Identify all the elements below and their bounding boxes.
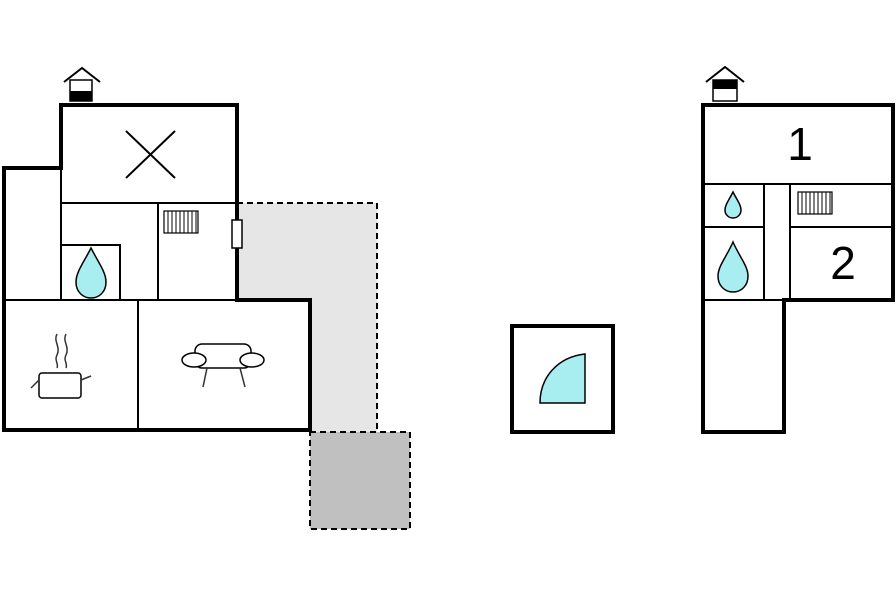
door-icon xyxy=(231,219,243,249)
terrace-area xyxy=(236,202,378,433)
radiator-icon xyxy=(797,191,833,215)
outdoor-shower-wall xyxy=(510,324,615,434)
house-icon xyxy=(705,65,745,102)
radiator-icon xyxy=(163,210,199,234)
first-floor-outer-wall xyxy=(701,103,895,434)
room-number-1: 1 xyxy=(787,118,813,170)
sofa-icon xyxy=(181,343,265,388)
first-floor: 1 2 xyxy=(701,65,895,434)
water-drop-icon xyxy=(75,246,107,299)
bathroom-wall xyxy=(60,244,121,301)
shower-icon xyxy=(539,353,586,404)
house-icon xyxy=(63,66,101,102)
outdoor-shower xyxy=(510,324,615,434)
void-cross-icon xyxy=(125,130,176,179)
room-number-2: 2 xyxy=(830,237,856,289)
water-drop-icon xyxy=(717,240,749,293)
ground-floor-outer-wall xyxy=(2,103,312,432)
terrace-area-dark xyxy=(309,431,411,530)
ground-floor xyxy=(2,66,411,530)
cooking-pot-icon xyxy=(30,333,92,399)
water-drop-icon xyxy=(724,190,742,219)
